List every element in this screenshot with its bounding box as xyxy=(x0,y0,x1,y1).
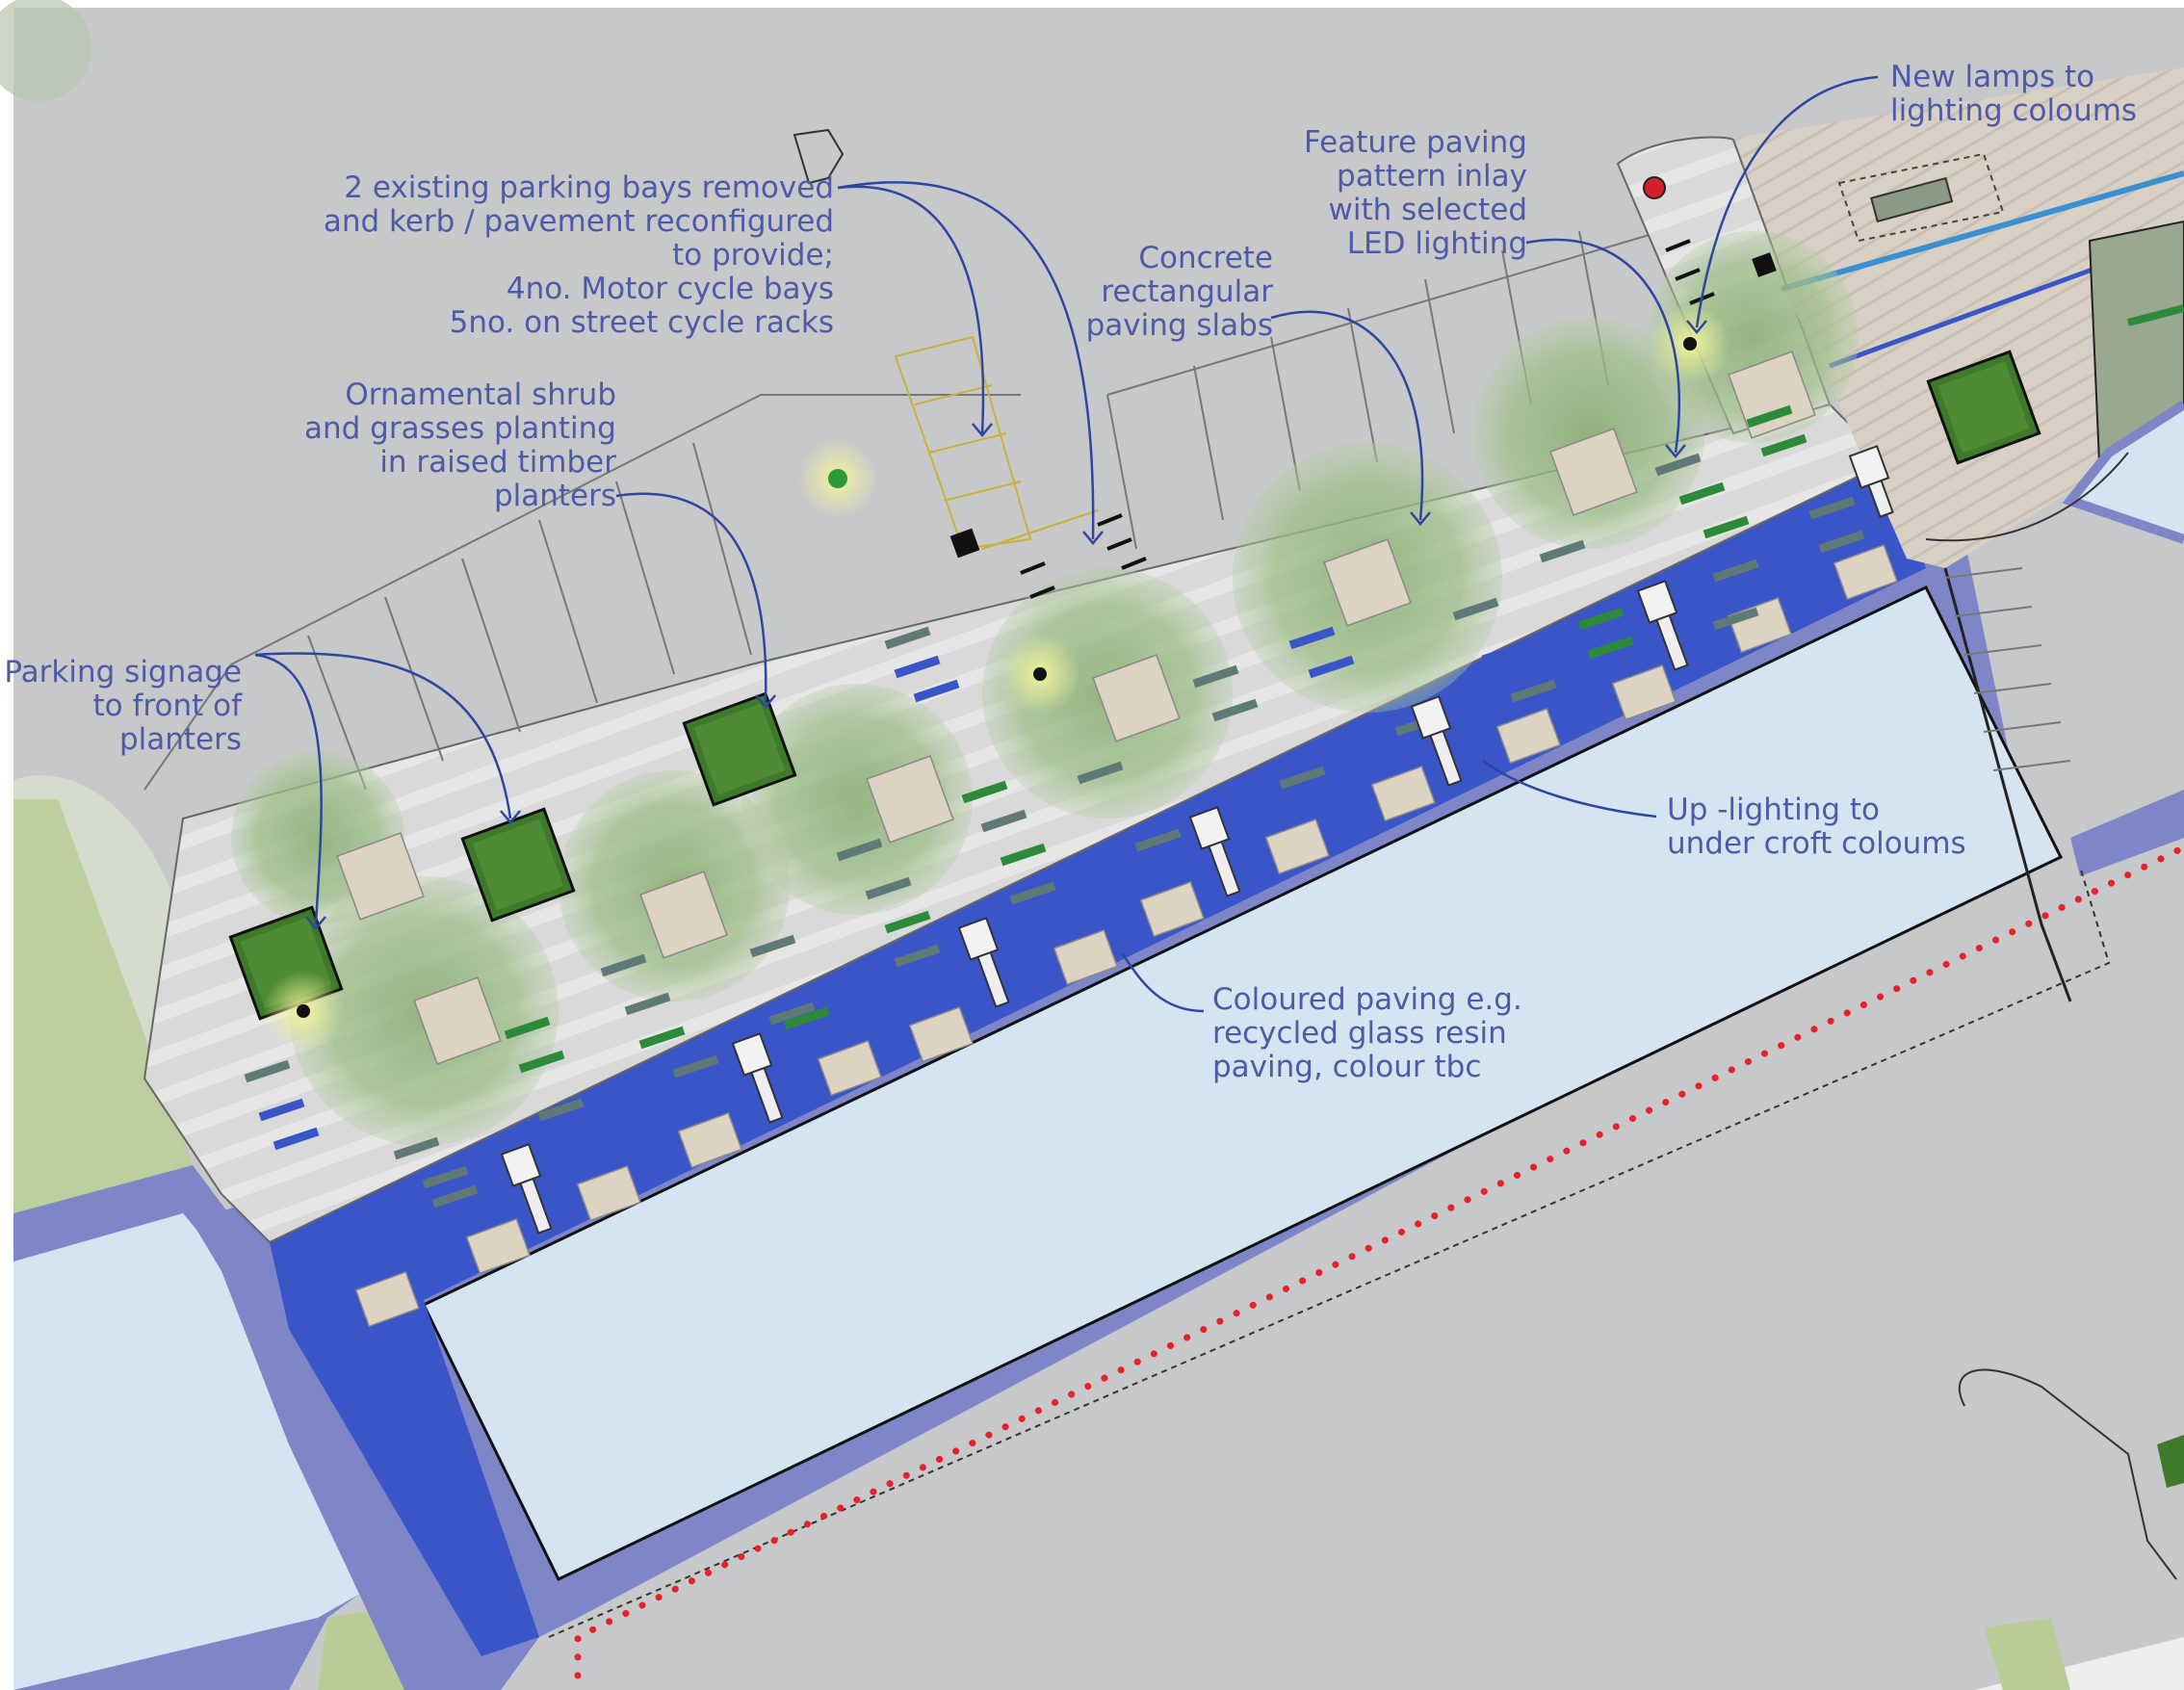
callout-line: Feature paving xyxy=(1304,125,1527,160)
callout-concrete-slabs: Concrete rectangular paving slabs xyxy=(1086,242,1273,343)
callout-uplighting: Up -lighting to under croft coloums xyxy=(1667,793,1966,861)
callout-line: paving slabs xyxy=(1085,308,1273,343)
callout-line: planters xyxy=(493,479,616,513)
callout-line: New lamps to xyxy=(1890,60,2095,94)
callout-parking-bays: 2 existing parking bays removed and kerb… xyxy=(324,171,834,340)
callout-line: pattern inlay xyxy=(1337,159,1527,194)
callout-line: 2 existing parking bays removed xyxy=(344,170,834,205)
callout-coloured-paving: Coloured paving e.g. recycled glass resi… xyxy=(1212,983,1522,1084)
lamps xyxy=(263,176,1730,1052)
callout-line: Concrete xyxy=(1138,241,1273,275)
callout-line: Ornamental shrub xyxy=(345,377,616,412)
callout-line: Coloured paving e.g. xyxy=(1212,982,1522,1017)
leader-lines xyxy=(254,75,1879,1013)
callout-line: and grasses planting xyxy=(303,411,616,446)
uplighting-posts xyxy=(500,445,1894,1235)
callout-line: recycled glass resin xyxy=(1212,1016,1507,1051)
tree-top-left xyxy=(0,0,91,101)
steps xyxy=(1944,567,2071,771)
callout-line: to front of xyxy=(92,689,242,723)
callout-line: planters xyxy=(118,722,242,757)
arrowheads xyxy=(305,320,1707,930)
cycle-racks xyxy=(1020,239,1715,599)
callout-line: in raised timber xyxy=(379,445,616,480)
callout-line: Parking signage xyxy=(4,655,242,689)
callout-line: LED lighting xyxy=(1346,226,1527,261)
left-light-blue-area xyxy=(13,1213,385,1690)
callout-line: to provide; xyxy=(672,238,834,273)
motorcycle-bays xyxy=(894,335,1099,551)
callout-new-lamps: New lamps to lighting coloums xyxy=(1890,61,2137,128)
callout-line: lighting coloums xyxy=(1890,93,2138,128)
callout-line: with selected xyxy=(1328,193,1527,227)
callout-line: and kerb / pavement reconfigured xyxy=(323,204,834,239)
callout-line: 4no. Motor cycle bays xyxy=(506,272,834,306)
concrete-slabs xyxy=(336,351,1898,1328)
red-dotted-boundary xyxy=(574,844,2184,1679)
callout-line: under croft coloums xyxy=(1667,826,1966,861)
feature-led-bars xyxy=(244,404,1865,1209)
callout-feature-paving: Feature paving pattern inlay with select… xyxy=(1304,126,1527,261)
callout-line: rectangular xyxy=(1101,274,1273,309)
callout-ornamental-planting: Ornamental shrub and grasses planting in… xyxy=(304,378,616,513)
callout-line: Up -lighting to xyxy=(1667,793,1881,827)
sign-block xyxy=(1752,252,1777,277)
callout-line: 5no. on street cycle racks xyxy=(449,305,834,340)
sign-block xyxy=(949,528,980,559)
callout-parking-signage: Parking signage to front of planters xyxy=(4,656,242,757)
light-blue-court xyxy=(421,585,2064,1581)
callout-line: paving, colour tbc xyxy=(1212,1050,1482,1084)
